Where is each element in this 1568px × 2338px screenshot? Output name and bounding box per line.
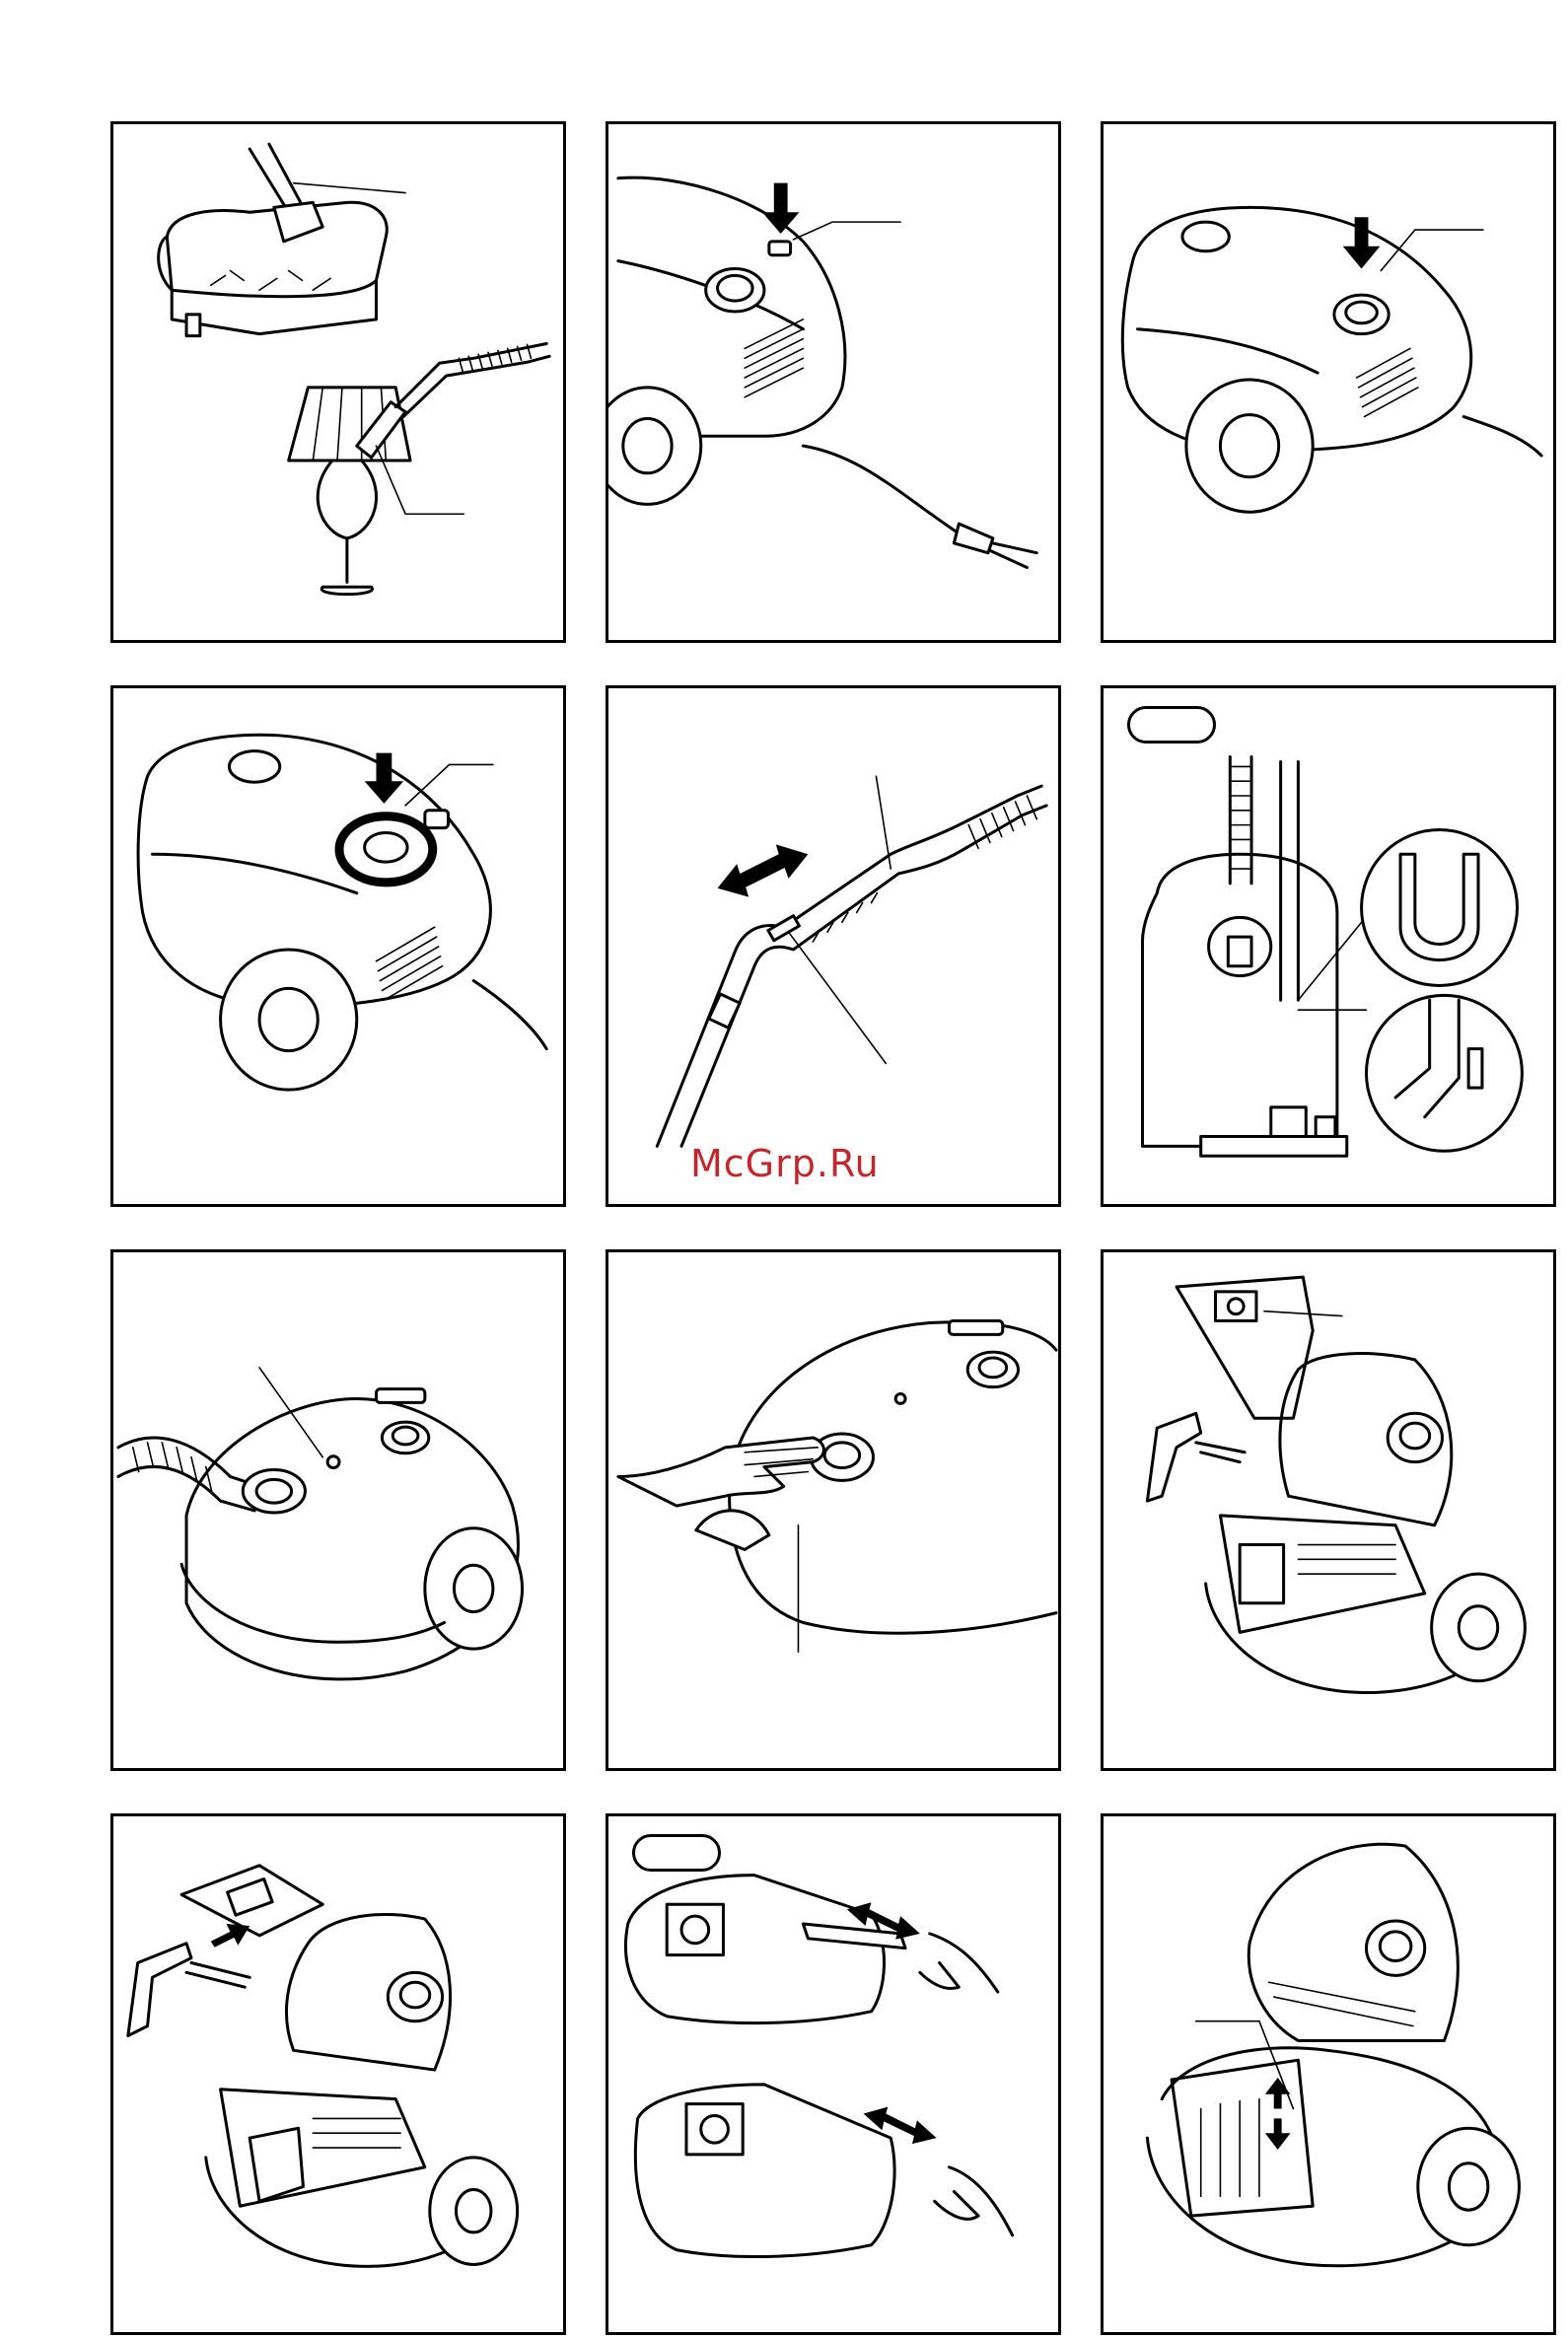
illustration-panel-9 xyxy=(1101,1249,1556,1771)
power-regulator-illustration xyxy=(113,688,563,1204)
bag-seal-illustration xyxy=(608,1816,1058,2332)
bag-holder-insert-illustration xyxy=(113,1816,563,2332)
hose-handle-illustration xyxy=(608,688,1058,1204)
filter-compartment-illustration xyxy=(1104,1816,1553,2332)
illustration-panel-4 xyxy=(110,685,566,1207)
illustration-panel-5 xyxy=(606,685,1061,1207)
illustration-panel-10 xyxy=(110,1813,566,2335)
illustration-panel-12 xyxy=(1101,1813,1556,2335)
illustration-panel-8 xyxy=(606,1249,1061,1771)
illustration-panel-6 xyxy=(1101,685,1556,1207)
remove-bag-holder-illustration xyxy=(1104,1252,1553,1768)
illustration-panel-3 xyxy=(1101,121,1556,643)
open-lid-illustration xyxy=(608,1252,1058,1768)
attachments-illustration xyxy=(113,124,563,640)
parking-position-illustration xyxy=(1104,688,1553,1204)
illustration-panel-1 xyxy=(110,121,566,643)
power-switch-illustration xyxy=(608,124,1058,640)
watermark-text: McGrp.Ru xyxy=(690,1142,880,1185)
illustration-panel-7 xyxy=(110,1249,566,1771)
hose-inlet-illustration xyxy=(113,1252,563,1768)
illustration-panel-2 xyxy=(606,121,1061,643)
illustration-panel-11 xyxy=(606,1813,1061,2335)
cord-rewind-illustration xyxy=(1104,124,1553,640)
